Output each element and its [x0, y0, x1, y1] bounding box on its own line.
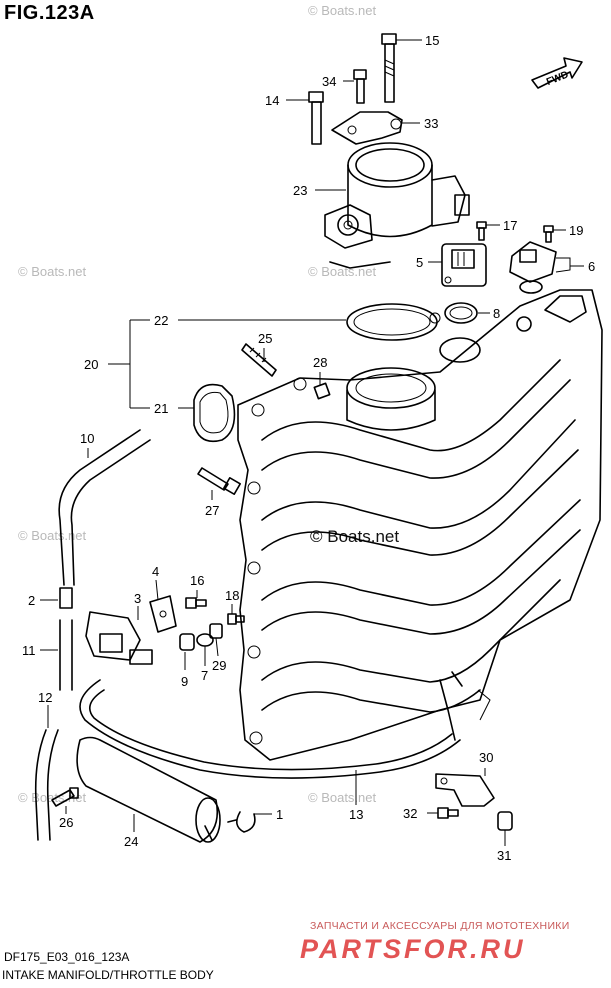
watermark-left: © Boats.net — [18, 264, 87, 279]
bolt-16 — [185, 597, 207, 609]
connector-2 — [59, 587, 73, 609]
callout-5: 5 — [416, 255, 423, 270]
callout-17: 17 — [503, 218, 517, 233]
figure-name: INTAKE MANIFOLD/THROTTLE BODY — [2, 968, 214, 982]
o-ring-6 — [519, 280, 543, 294]
sensor-6 — [509, 241, 557, 283]
callout-34: 34 — [322, 74, 336, 89]
hose-11 — [59, 619, 73, 691]
callout-14: 14 — [265, 93, 279, 108]
bolt-34 — [353, 69, 367, 104]
nut-28 — [313, 382, 331, 400]
brand-logo-text: PARTSFOR.RU — [300, 934, 526, 964]
bracket-30 — [435, 773, 495, 807]
grommet-9 — [179, 633, 195, 651]
callout-25: 25 — [258, 331, 272, 346]
clip-1 — [227, 811, 256, 833]
callout-3: 3 — [134, 591, 141, 606]
fwd-label: FWD — [545, 69, 570, 88]
callout-28: 28 — [313, 355, 327, 370]
callout-19: 19 — [569, 223, 583, 238]
callout-16: 16 — [190, 573, 204, 588]
callout-31: 31 — [497, 848, 511, 863]
sensor-5 — [441, 243, 487, 287]
throttle-body-23 — [324, 142, 470, 269]
watermark-mid: © Boats.net — [308, 264, 377, 279]
canister-24 — [76, 736, 221, 843]
callout-30: 30 — [479, 750, 493, 765]
callout-1: 1 — [276, 807, 283, 822]
callout-15: 15 — [425, 33, 439, 48]
valve-3 — [85, 611, 153, 665]
callout-12: 12 — [38, 690, 52, 705]
callout-18: 18 — [225, 588, 239, 603]
callout-numbers: 15 34 14 33 23 17 5 19 6 8 22 20 21 25 2… — [22, 33, 595, 863]
screw-17 — [476, 221, 487, 241]
callout-29: 29 — [212, 658, 226, 673]
figure-title: FIG.123A — [4, 2, 95, 24]
callout-20: 20 — [84, 357, 98, 372]
callout-6: 6 — [588, 259, 595, 274]
hose-13 — [79, 679, 461, 779]
callout-24: 24 — [124, 834, 138, 849]
bolt-14 — [308, 91, 324, 145]
callout-9: 9 — [181, 674, 188, 689]
hose-12 — [34, 729, 59, 841]
fwd-direction-arrow: FWD — [531, 57, 583, 89]
gasket-22 — [346, 303, 441, 341]
callout-11: 11 — [22, 643, 36, 658]
leader-lines — [40, 39, 584, 846]
bolt-15 — [381, 33, 397, 103]
promo-text: ЗАПЧАСТИ И АКСЕССУАРЫ ДЛЯ МОТОТЕХНИКИ — [310, 920, 570, 932]
callout-22: 22 — [154, 313, 168, 328]
watermark-top: © Boats.net — [308, 3, 377, 18]
callout-4: 4 — [152, 564, 159, 579]
callout-8: 8 — [493, 306, 500, 321]
callout-13: 13 — [349, 807, 363, 822]
clamp-31 — [497, 811, 513, 831]
stud-25 — [241, 343, 277, 377]
watermark-bottom-mid: © Boats.net — [308, 790, 377, 805]
callout-26: 26 — [59, 815, 73, 830]
figure-code: DF175_E03_016_123A — [4, 950, 130, 964]
callout-7: 7 — [201, 668, 208, 683]
bolt-26 — [51, 787, 79, 807]
callout-27: 27 — [205, 503, 219, 518]
callout-21: 21 — [154, 401, 168, 416]
bolt-27 — [197, 467, 241, 495]
watermark-center: © Boats.net — [310, 527, 399, 546]
screw-19 — [543, 225, 554, 243]
bracket-33 — [331, 111, 403, 145]
intake-manifold — [237, 289, 603, 761]
callout-23: 23 — [293, 183, 307, 198]
callout-10: 10 — [80, 431, 94, 446]
callout-2: 2 — [28, 593, 35, 608]
hose-10 — [58, 429, 141, 586]
bolt-32 — [437, 807, 459, 819]
bracket-4 — [149, 595, 177, 633]
watermark-left-lower: © Boats.net — [18, 528, 87, 543]
callout-33: 33 — [424, 116, 438, 131]
callout-32: 32 — [403, 806, 417, 821]
o-ring-8 — [444, 302, 478, 324]
gasket-21 — [193, 383, 236, 443]
